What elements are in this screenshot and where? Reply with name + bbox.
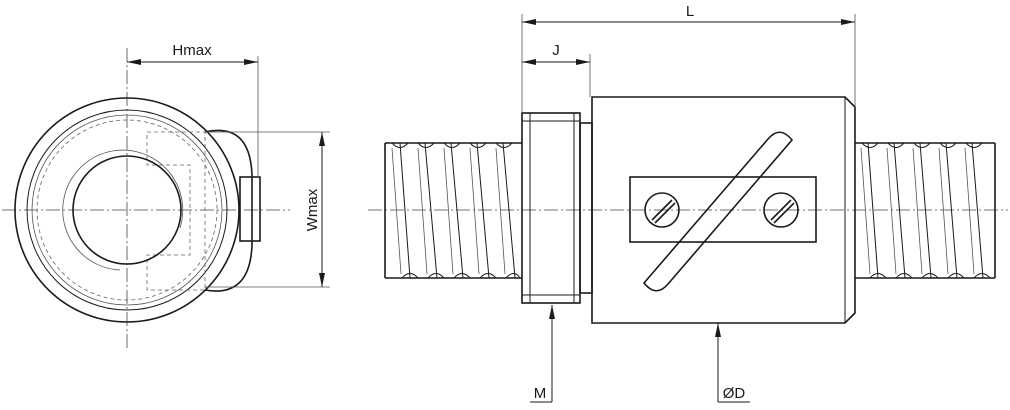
clamp-screw-left [644, 192, 680, 228]
l-arrow-left [522, 19, 536, 25]
hmax-label: Hmax [172, 42, 212, 59]
l-label: L [686, 3, 694, 20]
wmax-label: Wmax [304, 188, 321, 231]
nut-flange-circle [26, 109, 228, 311]
nut-inner-circle-1 [31, 114, 223, 306]
return-tube [642, 131, 794, 292]
hmax-arrow-left [127, 59, 141, 65]
clamp-plate [629, 176, 817, 243]
j-arrow-right [576, 59, 590, 65]
l-arrow-right [841, 19, 855, 25]
nut-hidden-circle [36, 119, 218, 301]
j-arrow-left [522, 59, 536, 65]
hmax-arrow-right [244, 59, 258, 65]
right-screw-shaft [855, 142, 996, 279]
wmax-arrow-bottom [319, 273, 325, 287]
hidden-tube-outline [146, 131, 206, 291]
end-view: Hmax Wmax [2, 42, 330, 350]
return-tube-lobe [204, 129, 253, 292]
nut-outer-circle [14, 97, 240, 323]
d-label: ØD [723, 385, 746, 402]
return-tube-tab [239, 176, 261, 242]
thread-root-arc [62, 149, 184, 271]
screw-shaft-circle [72, 155, 182, 265]
clamp-screw-right [763, 192, 799, 228]
wmax-arrow-top [319, 132, 325, 146]
m-label: M [534, 385, 547, 402]
nut-neck [579, 122, 593, 294]
d-arrow [715, 323, 721, 337]
j-label: J [552, 42, 560, 59]
side-view: L J M ØD [368, 3, 1008, 403]
left-screw-shaft [384, 142, 522, 279]
threaded-collar [521, 112, 581, 304]
m-arrow [549, 305, 555, 319]
